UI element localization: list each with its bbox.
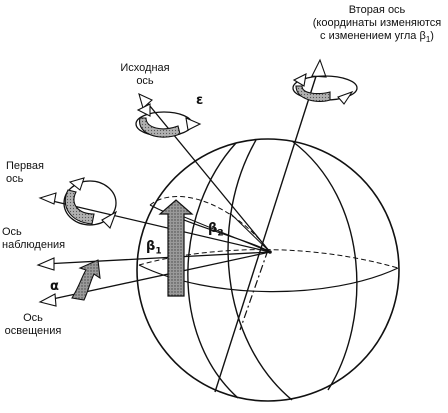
source-axis-label-line1: Исходная [120,62,170,74]
first-axis-label-line2: ось [6,173,24,185]
epsilon-label: ε [196,93,204,108]
sphere-outline [136,138,400,402]
first-axis-label-line1: Первая [6,160,44,172]
beta2-symbol: β [208,221,218,236]
source-axis-arrowhead [138,92,153,109]
second-axis-rotation-ring [292,73,358,105]
beta1-arc-arrow [158,199,194,297]
second-axis-label-line1: Вторая ось [348,4,406,16]
radial-line-b [229,212,271,253]
second-axis-label-line3: с изменением угла β1) [306,30,448,46]
second-axis-beta-symbol: β [419,30,426,42]
beta1-symbol: β [146,239,156,254]
illumination-axis-label: Ось освещения [2,312,64,338]
source-axis-line [144,99,271,253]
second-axis-label-line2: (координаты изменяются [312,17,442,29]
illumination-axis-arrowhead [38,293,57,307]
second-axis-dashed [239,249,269,331]
observation-axis-label: Ось наблюдения [2,226,65,252]
observation-axis-label-line2: наблюдения [2,239,66,251]
beta1-label: β1 [146,240,162,259]
sphere-center-point [268,250,272,254]
second-axis-line [214,69,319,393]
alpha-arc-arrow [71,259,101,301]
first-axis-line [47,199,271,253]
observation-axis-line [43,251,271,265]
source-axis-label: Исходная ось [115,62,175,88]
observation-axis-label-line1: Ось [2,226,22,238]
second-axis-label-line3-prefix: с изменением угла [320,30,420,42]
first-axis-arrowhead [38,192,57,205]
observation-axis-arrowhead [36,257,55,271]
second-axis-arrowhead [311,58,327,78]
meridian-arc-center [227,139,293,401]
equator-arc-back [138,249,399,269]
beta1-sub: 1 [155,246,162,257]
meridian-arc-right [291,140,358,391]
first-axis-rotation-ring [63,177,118,229]
second-axis-label: Вторая ось (координаты изменяются с изме… [306,4,448,46]
second-axis-label-line3-suffix: ) [430,30,434,42]
source-axis-label-line2: ось [136,75,154,87]
beta2-sub: 2 [217,228,224,239]
first-axis-label: Первая ось [6,160,44,186]
radial-line-a [171,211,271,253]
second-axis-beta-sub: 1 [425,35,431,45]
upper-plane-arc-back [149,196,271,253]
illumination-axis-label-line1: Ось [23,312,43,324]
alpha-label: α [50,279,59,294]
source-axis-rotation-ring [135,103,202,138]
beta2-label: β2 [208,222,224,241]
meridian-arc-left [187,142,239,399]
illumination-axis-label-line2: освещения [4,325,62,337]
